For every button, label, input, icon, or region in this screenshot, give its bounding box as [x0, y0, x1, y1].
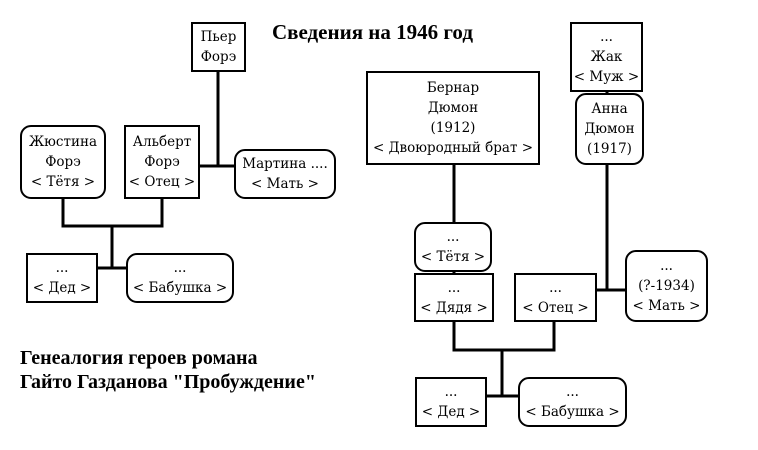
node-line: < Мать >	[251, 176, 319, 192]
node-line: Анна	[591, 101, 628, 117]
caption-line-2: Гайто Газданова "Пробуждение"	[20, 371, 316, 393]
node-line: < Тётя >	[30, 174, 96, 190]
node-line: < Отец >	[522, 299, 589, 316]
node-line: < Тётя >	[420, 249, 486, 265]
node-aunt-right: ... < Тётя >	[414, 222, 492, 272]
node-line: (?-1934)	[638, 278, 695, 294]
diagram-caption: Генеалогия героев романа Гайто Газданова…	[20, 346, 316, 394]
node-line: Альберт	[132, 134, 192, 150]
node-line: < Двоюродный брат >	[372, 140, 534, 156]
node-line: Жюстина	[29, 134, 97, 150]
node-line: Пьер	[200, 29, 237, 45]
node-uncle: ... < Дядя >	[414, 273, 494, 322]
node-grandmother-right: ... < Бабушка >	[518, 377, 627, 427]
node-grandmother-left: ... < Бабушка >	[126, 253, 234, 303]
node-anna-dumont: Анна Дюмон (1917)	[575, 93, 644, 165]
node-line: ...	[173, 260, 187, 276]
node-line: < Отец >	[128, 174, 196, 190]
node-grandfather-right: ... < Дед >	[415, 377, 487, 427]
node-line: Форэ	[45, 154, 81, 170]
node-line: Форэ	[200, 49, 237, 65]
caption-line-1: Генеалогия героев романа	[20, 347, 258, 369]
node-line: ...	[55, 260, 69, 276]
node-line: ...	[446, 229, 460, 245]
node-line: < Мать >	[632, 298, 701, 314]
node-line: < Муж >	[573, 69, 640, 85]
node-line: Дюмон	[427, 100, 479, 116]
node-line: ...	[444, 384, 458, 400]
node-line: < Дед >	[421, 404, 481, 420]
node-line: Дюмон	[584, 121, 635, 137]
node-line: ...	[600, 29, 613, 45]
node-line: ...	[566, 384, 579, 400]
node-line: < Дядя >	[420, 299, 488, 316]
node-martina: Мартина .... < Мать >	[234, 149, 336, 199]
node-line: ...	[660, 258, 673, 274]
node-line: (1917)	[587, 141, 632, 157]
node-line: (1912)	[430, 120, 476, 136]
diagram-title: Сведения на 1946 год	[272, 20, 473, 44]
node-line: ...	[549, 279, 562, 296]
node-albert-fore: Альберт Форэ < Отец >	[124, 125, 200, 199]
node-father-right: ... < Отец >	[514, 273, 597, 322]
node-line: < Дед >	[32, 280, 92, 296]
node-line: Жак	[590, 49, 623, 65]
node-line: Мартина ....	[242, 156, 328, 172]
node-grandfather-left: ... < Дед >	[26, 253, 98, 303]
node-line: ...	[447, 279, 461, 296]
node-line: < Бабушка >	[525, 404, 620, 420]
node-jacques: ... Жак < Муж >	[570, 22, 643, 92]
node-mother-right: ... (?-1934) < Мать >	[625, 250, 708, 322]
node-pierre-fore: Пьер Форэ	[191, 22, 246, 72]
node-bernard-dumont: Бернар Дюмон (1912) < Двоюродный брат >	[366, 71, 540, 165]
node-line: Бернар	[426, 80, 480, 96]
node-justina-fore: Жюстина Форэ < Тётя >	[20, 125, 106, 199]
node-line: < Бабушка >	[132, 280, 228, 296]
node-line: Форэ	[144, 154, 180, 170]
